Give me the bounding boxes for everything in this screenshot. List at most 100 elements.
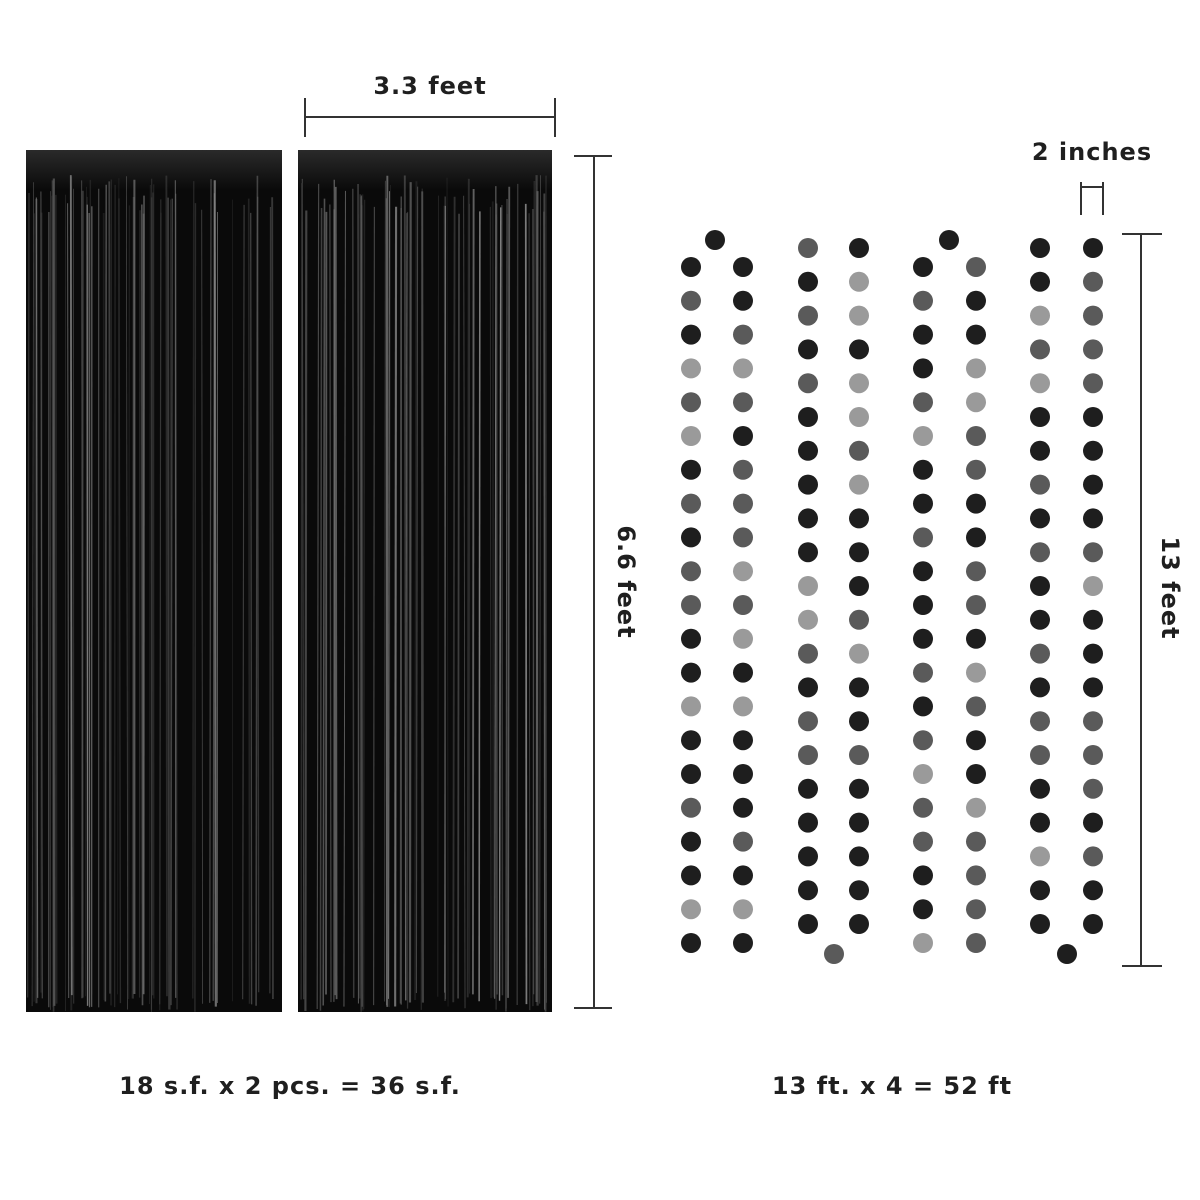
garland-dot — [849, 609, 869, 630]
curtain-strand — [212, 193, 216, 1001]
garland-dot — [939, 230, 959, 250]
garland-dot — [913, 290, 933, 311]
curtain-strand — [31, 182, 34, 1007]
garland-dot — [733, 426, 753, 446]
garland-dot — [966, 662, 986, 683]
garland-dot — [1083, 508, 1103, 529]
foil-curtain-right — [298, 150, 552, 1012]
garland-dot — [849, 339, 869, 360]
garland-dot — [966, 324, 986, 345]
curtain-strand — [255, 175, 259, 1006]
garland-dot — [913, 764, 933, 784]
curtain-strand — [446, 177, 449, 1007]
garland-dot — [1083, 305, 1103, 326]
garland-dot — [849, 373, 869, 394]
curtain-total-label: 18 s.f. x 2 pcs. = 36 s.f. — [119, 1072, 461, 1100]
garland-dot — [705, 230, 725, 250]
garland-dot — [1083, 778, 1103, 799]
curtain-strand — [478, 211, 481, 1002]
curtain-strand — [443, 205, 447, 1000]
garland-dot — [966, 358, 986, 379]
garland-dot — [1083, 576, 1103, 596]
garland-dot — [1030, 271, 1050, 292]
curtain-strand — [466, 178, 470, 998]
curtain-strand — [543, 193, 547, 1012]
garland-dot — [913, 561, 933, 582]
garland-dot — [1030, 880, 1050, 901]
garland-dot — [849, 440, 869, 461]
curtain-strand — [247, 198, 251, 1004]
garland-dot — [849, 407, 869, 427]
garland-dot — [966, 561, 986, 582]
garland-dot — [681, 324, 701, 345]
garland-dot — [681, 459, 701, 480]
curtain-strand — [213, 180, 217, 1007]
curtain-strand — [117, 178, 120, 995]
curtain-width-label: 3.3 feet — [373, 72, 487, 100]
garland-dot — [733, 797, 753, 818]
curtain-strand — [360, 195, 363, 1007]
garland-dot — [1030, 542, 1050, 563]
garland-dot — [849, 508, 869, 529]
curtain-height-label: 6.6 feet — [612, 525, 640, 639]
curtain-strand — [304, 210, 308, 1012]
garland-dot — [798, 238, 818, 258]
garland-dot — [849, 576, 869, 596]
garland-dot — [733, 561, 753, 582]
garland-dot — [849, 643, 869, 664]
curtain-strand — [269, 206, 272, 994]
garland-dot — [733, 764, 753, 784]
garland-dot — [849, 271, 869, 292]
garland-dot — [1030, 812, 1050, 833]
curtain-strand — [463, 195, 466, 1009]
curtain-strand — [359, 194, 362, 1012]
garland-dot — [798, 812, 818, 833]
garland-dot — [681, 764, 701, 784]
curtain-strand — [420, 188, 423, 1010]
curtain-strand — [343, 190, 346, 1007]
garland-dot — [1030, 407, 1050, 427]
garland-dot — [1083, 373, 1103, 394]
curtain-strand — [104, 184, 107, 1002]
garland-dot — [966, 797, 986, 818]
garland-dot — [849, 711, 869, 732]
curtain-strand — [535, 191, 539, 1002]
curtain-strand — [543, 211, 545, 1010]
garland-dot — [681, 527, 701, 548]
garland-dot — [1083, 440, 1103, 461]
curtain-strand — [300, 183, 303, 1000]
curtain-strand — [532, 209, 535, 995]
curtain-strand — [329, 204, 332, 1003]
garland-dot — [1030, 711, 1050, 732]
curtain-strand — [52, 178, 56, 1006]
curtain-strand — [405, 213, 408, 1001]
garland-dot — [798, 474, 818, 495]
garland-dot — [1030, 238, 1050, 258]
curtain-strand — [271, 197, 274, 999]
garland-dot — [1083, 238, 1103, 258]
garland-dot — [1083, 407, 1103, 427]
curtain-strand — [250, 212, 253, 1005]
curtain-strands — [26, 175, 274, 1012]
garland-dot — [681, 426, 701, 446]
garland-dot — [1030, 778, 1050, 799]
garland-dot — [1083, 880, 1103, 901]
garland-dot — [913, 493, 933, 514]
curtain-strand — [201, 209, 204, 1004]
curtain-strand — [67, 203, 70, 999]
foil-curtain-left — [26, 150, 282, 1012]
garland-dot — [733, 628, 753, 649]
garland-dot — [913, 662, 933, 683]
garland-dot — [849, 542, 869, 563]
garland-dot — [966, 459, 986, 480]
garland-dot — [798, 305, 818, 326]
garland-dot — [1030, 440, 1050, 461]
curtain-strand — [192, 181, 195, 999]
garland-dot — [913, 324, 933, 345]
curtain-strand — [40, 191, 43, 999]
garland-dot — [1030, 643, 1050, 664]
curtain-strand — [118, 198, 122, 1004]
curtain-strand — [489, 206, 492, 999]
garland-dot — [733, 730, 753, 751]
